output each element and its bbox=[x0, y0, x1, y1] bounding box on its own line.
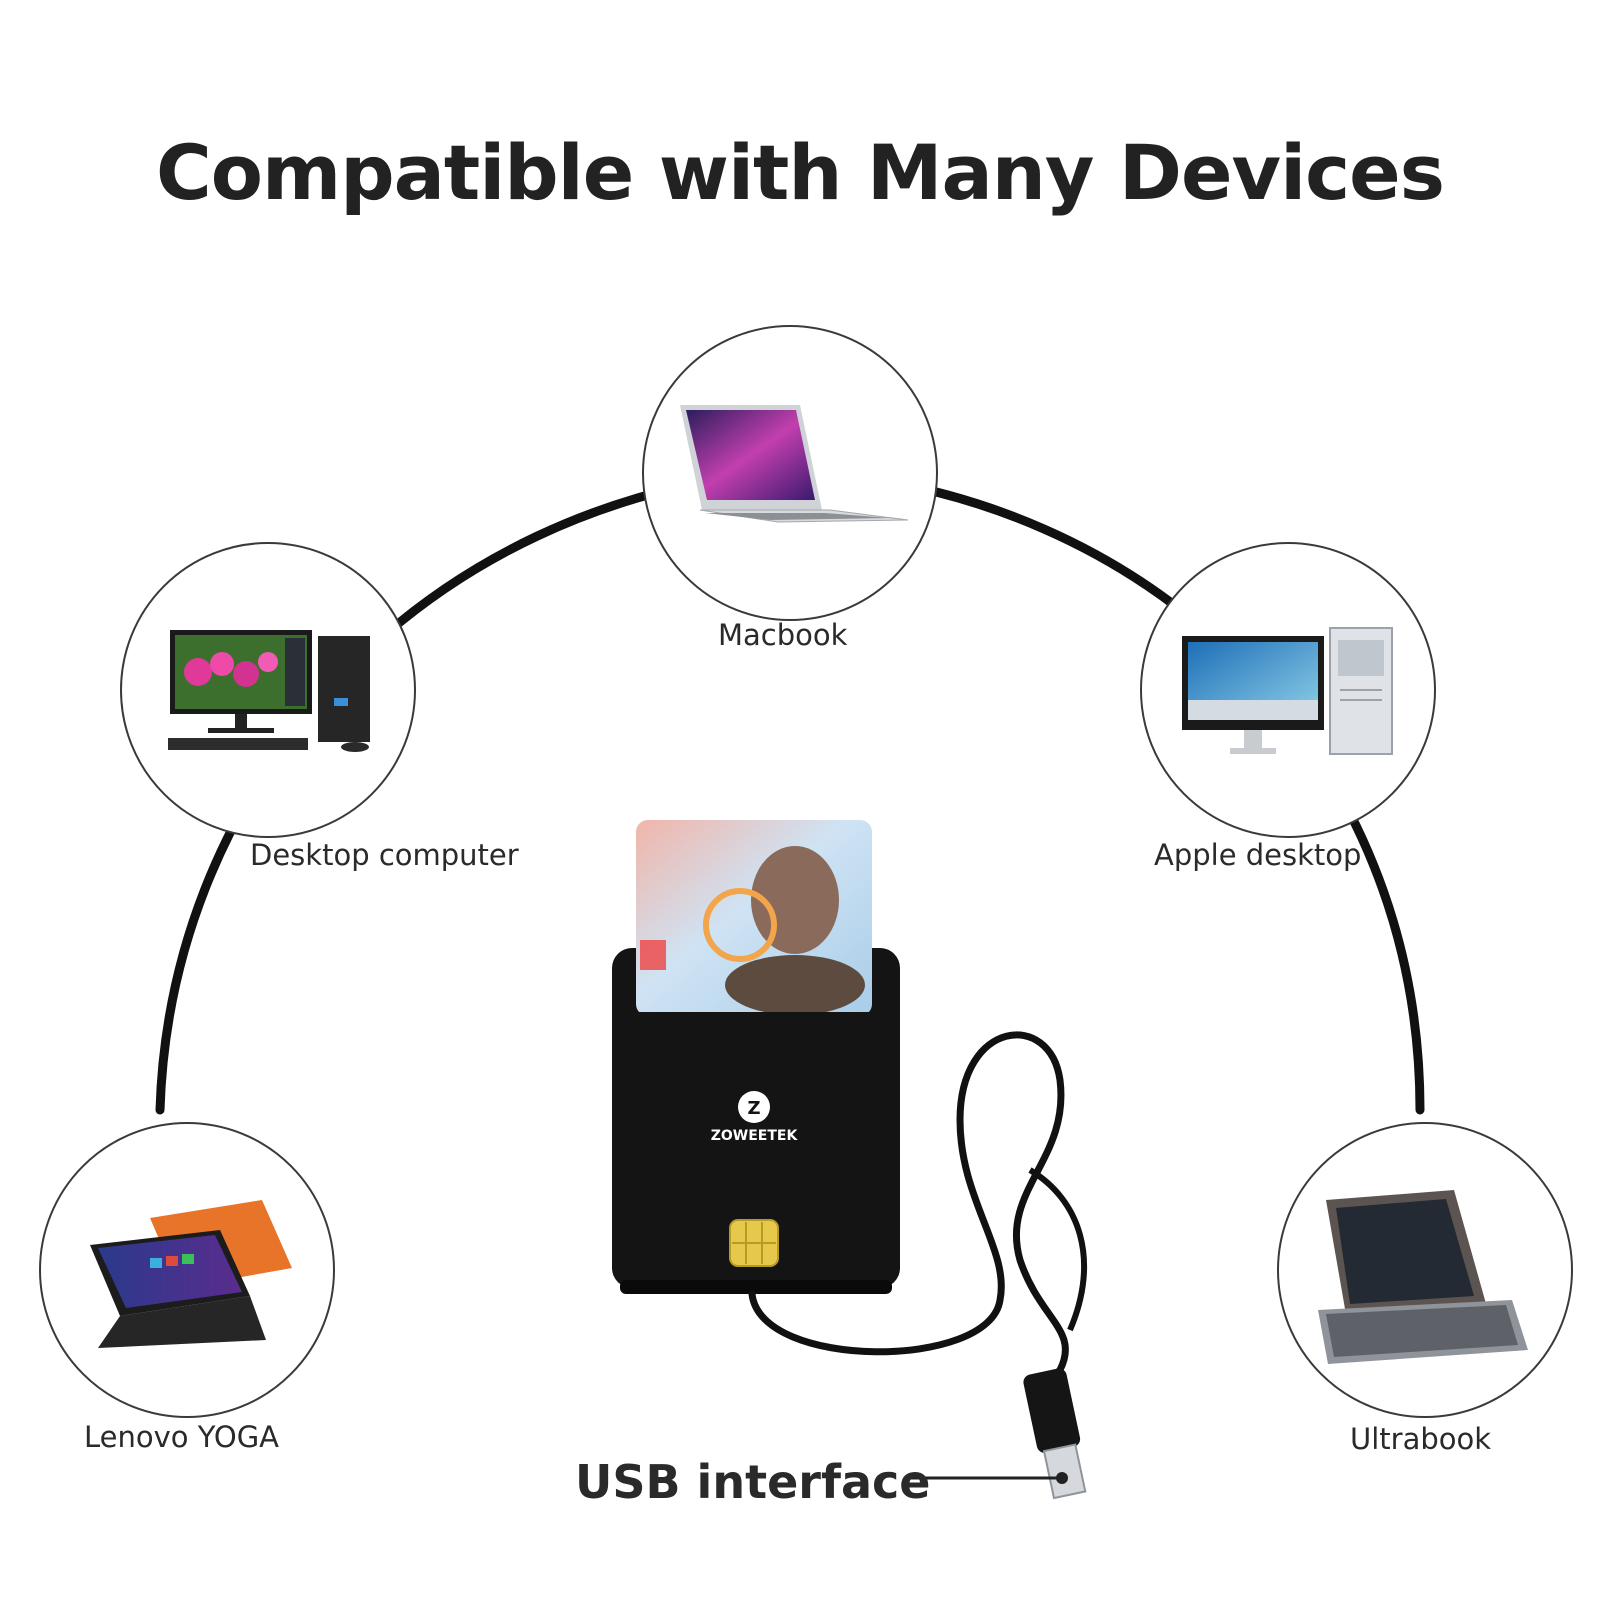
label-macbook: Macbook bbox=[718, 618, 848, 652]
ultrabook-icon bbox=[1318, 1190, 1528, 1364]
lenovo-yoga-icon bbox=[90, 1200, 292, 1348]
usb-cable bbox=[748, 1031, 1069, 1384]
macbook-circle bbox=[642, 325, 938, 621]
label-lenovo-yoga: Lenovo YOGA bbox=[84, 1420, 279, 1454]
macbook-icon bbox=[680, 405, 909, 523]
label-apple-desktop: Apple desktop bbox=[1154, 838, 1362, 872]
usb-plug bbox=[1023, 1368, 1087, 1500]
apple-desktop-circle bbox=[1140, 542, 1436, 838]
page-title: Compatible with Many Devices bbox=[156, 128, 1445, 217]
apple-desktop-icon bbox=[1182, 627, 1393, 755]
svg-text:Z: Z bbox=[747, 1098, 760, 1119]
label-desktop-computer: Desktop computer bbox=[250, 838, 519, 872]
lenovo-yoga-circle bbox=[39, 1122, 335, 1418]
desktop-computer-circle bbox=[120, 542, 416, 838]
reader-brand: ZOWEETEK bbox=[711, 1128, 799, 1144]
desktop-computer-icon bbox=[168, 630, 370, 752]
card-reader-device: ZOWEETEK Z bbox=[612, 820, 900, 1294]
usb-interface-label: USB interface bbox=[575, 1455, 931, 1509]
ultrabook-circle bbox=[1277, 1122, 1573, 1418]
label-ultrabook: Ultrabook bbox=[1350, 1422, 1492, 1456]
